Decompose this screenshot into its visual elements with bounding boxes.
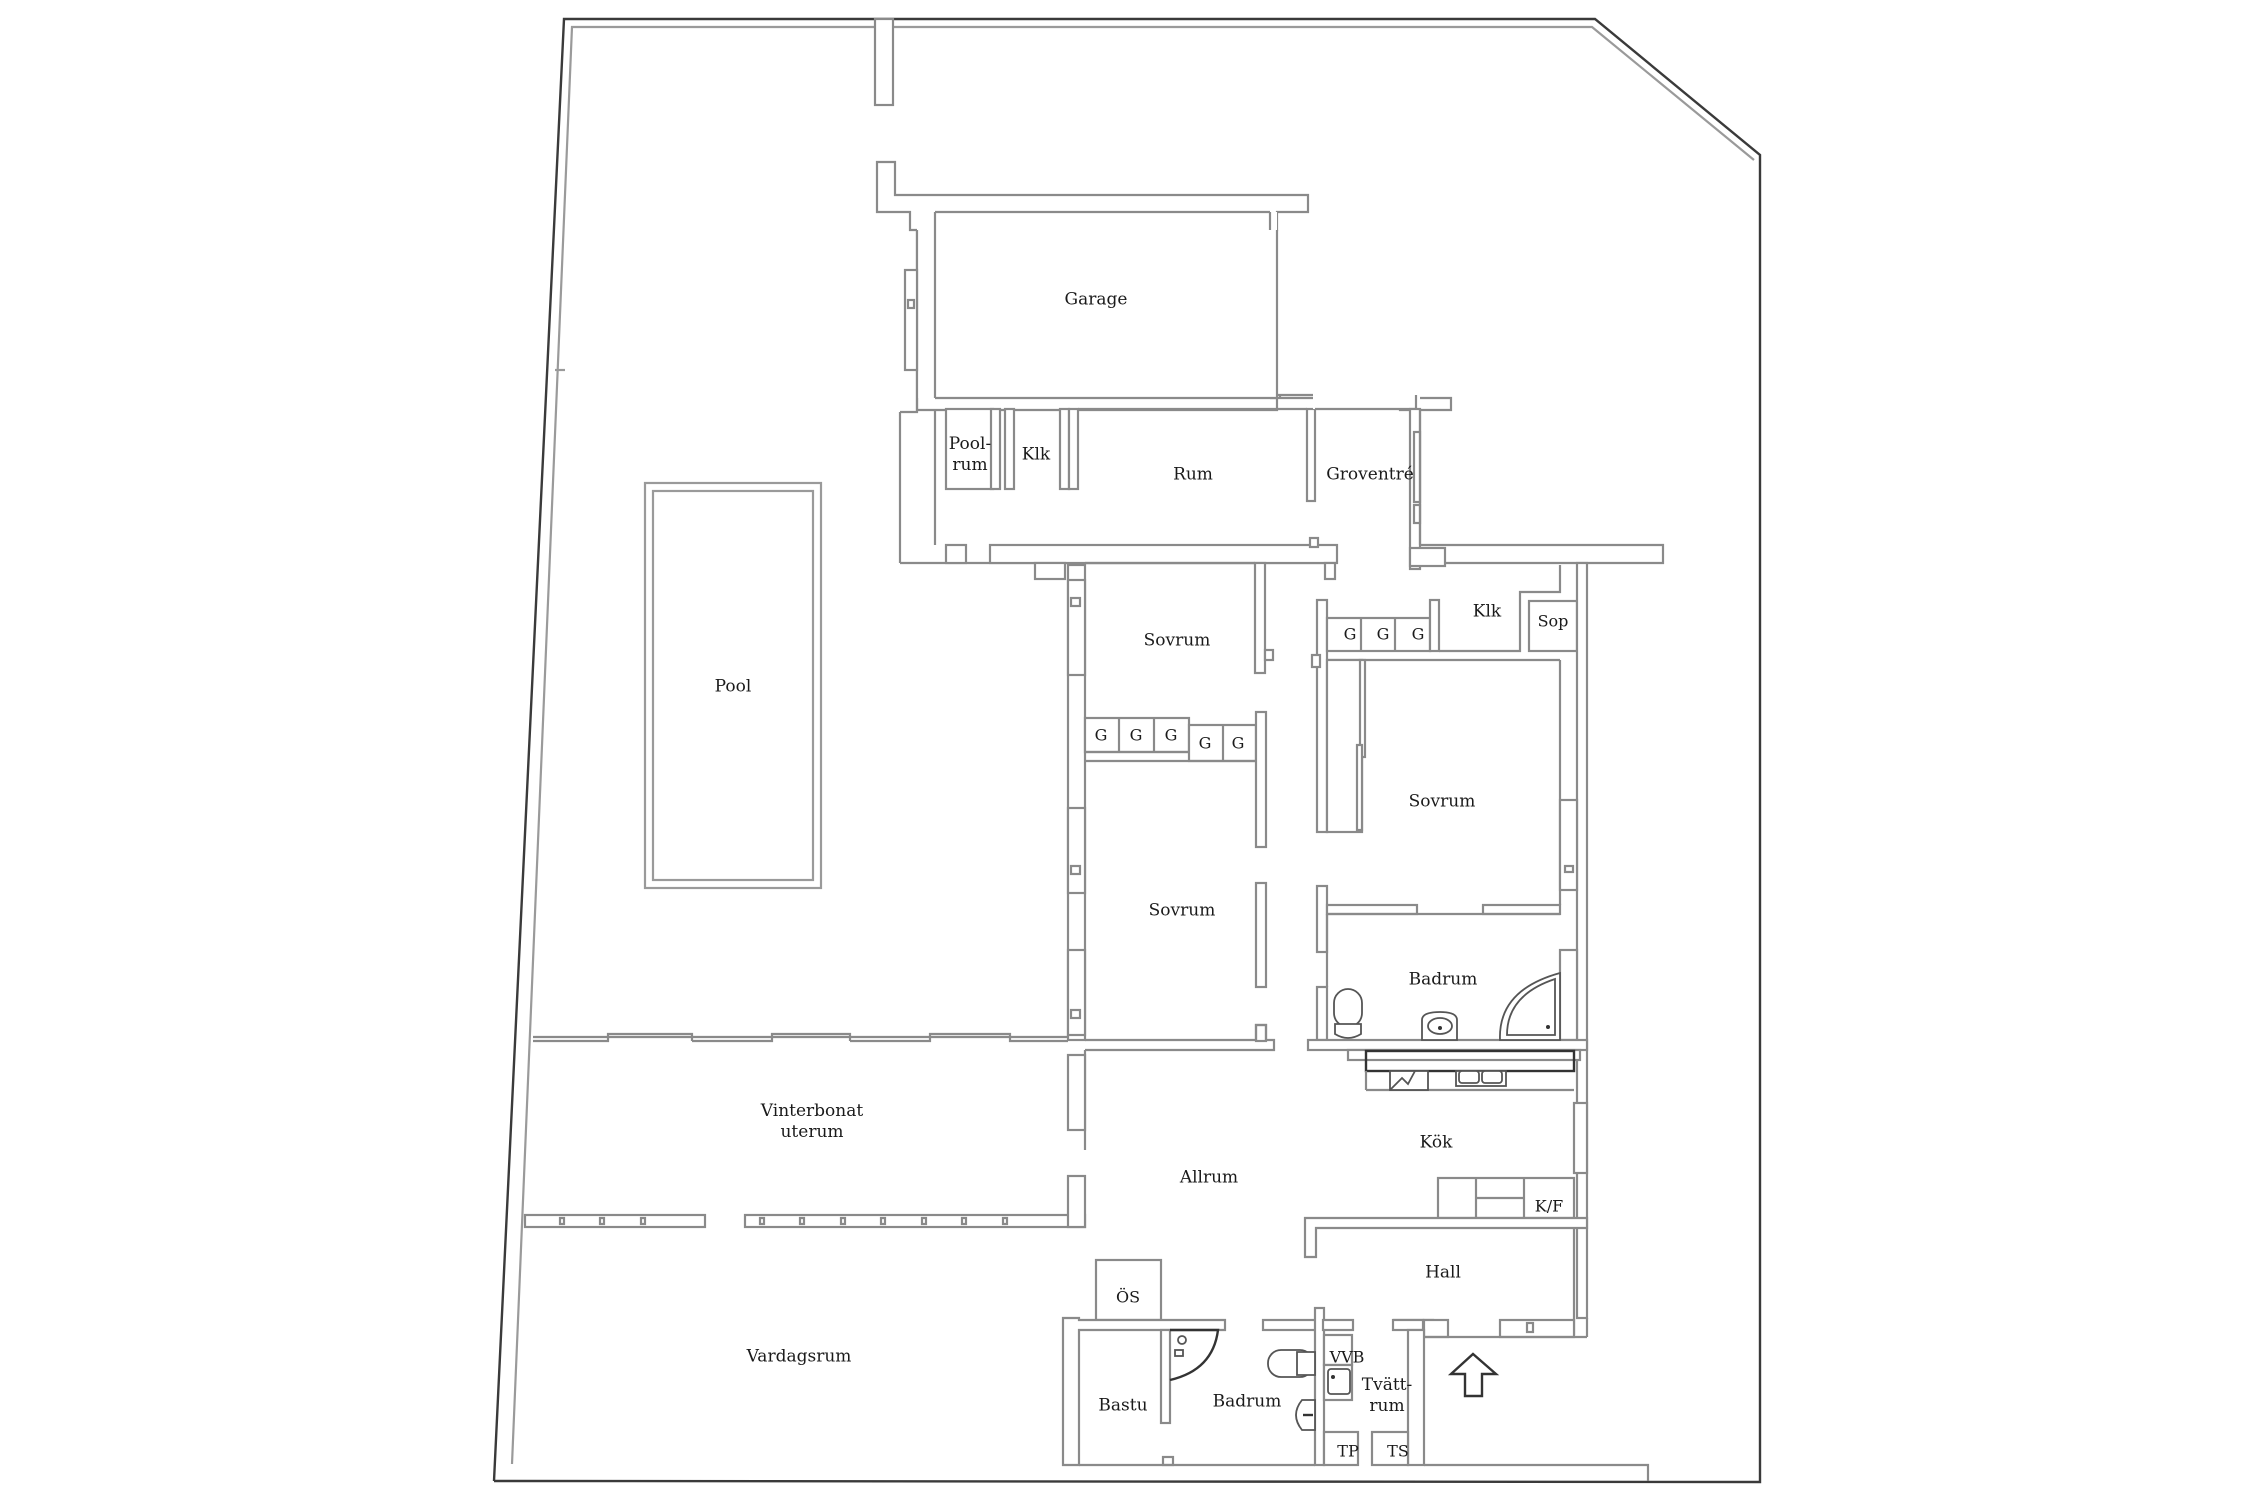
closet-label: G	[1129, 725, 1143, 745]
bedroom-middle-walls	[1083, 881, 1276, 1150]
pool-basin	[643, 481, 823, 890]
closet-label: G	[1343, 624, 1357, 644]
room-label-klk-north: Klk	[1021, 444, 1051, 465]
room-label-poolrum-line2: rum	[952, 455, 988, 475]
room-label-bastu: Bastu	[1098, 1395, 1148, 1416]
closet-label: G	[1164, 725, 1178, 745]
west-wall	[1066, 563, 1087, 1042]
garage-walls	[875, 160, 1453, 412]
kitchen-counter	[1346, 1048, 1589, 1220]
room-label-hall: Hall	[1425, 1262, 1461, 1283]
bathroom-east-fixtures	[1333, 971, 1561, 1041]
double-sink-icon	[1455, 1070, 1507, 1087]
toilet-icon	[1333, 988, 1363, 1039]
room-label-poolrum-line1: Pool-	[948, 434, 992, 454]
closet-label: G	[1231, 733, 1245, 753]
room-label-tvattrum: Tvätt- rum	[1362, 1375, 1413, 1417]
hall-walls	[1303, 1216, 1589, 1339]
utility-walls	[898, 380, 1665, 581]
room-label-garage: Garage	[1064, 289, 1128, 310]
room-label-rum: Rum	[1173, 464, 1213, 485]
room-label-badrum-east: Badrum	[1408, 969, 1478, 990]
bedroom-north-walls	[1083, 561, 1275, 849]
room-label-sovrum-middle: Sovrum	[1148, 900, 1216, 921]
room-label-tvattrum-line2: rum	[1369, 1396, 1405, 1416]
room-label-tp: TP	[1337, 1441, 1359, 1461]
room-label-allrum: Allrum	[1179, 1167, 1239, 1188]
room-label-tvattrum-line1: Tvätt-	[1361, 1375, 1413, 1395]
south-rooms-walls	[1061, 1258, 1426, 1467]
east-service-walls	[1310, 561, 1589, 1320]
wardrobe	[1325, 658, 1579, 892]
utility-sink-icon	[1327, 1368, 1351, 1395]
closet-label: G	[1094, 725, 1108, 745]
room-label-sop: Sop	[1537, 611, 1569, 631]
sink-south-icon	[1295, 1399, 1316, 1431]
room-label-ts: TS	[1387, 1441, 1409, 1461]
room-label-badrum-south: Badrum	[1212, 1391, 1282, 1412]
closet-label: G	[1376, 624, 1390, 644]
room-label-klk-east: Klk	[1472, 601, 1502, 622]
room-label-poolrum: Pool- rum	[949, 434, 991, 476]
shower-door-icon	[1169, 1328, 1220, 1382]
sink-icon	[1421, 1011, 1458, 1041]
toilet-south-icon	[1267, 1349, 1316, 1378]
entrance-arrow-icon	[1447, 1352, 1500, 1398]
window-mullions	[558, 1216, 1009, 1226]
room-label-vinterbonat: Vinterbonat uterum	[761, 1101, 863, 1143]
room-label-os: ÖS	[1115, 1287, 1141, 1307]
room-label-groventre: Groventré	[1326, 464, 1414, 485]
room-label-kf: K/F	[1534, 1196, 1564, 1216]
room-label-pool: Pool	[714, 676, 752, 697]
room-label-vinterbonat-line2: uterum	[780, 1122, 844, 1142]
closet-label: G	[1198, 733, 1212, 753]
room-label-kok: Kök	[1419, 1132, 1453, 1153]
room-label-sovrum-north: Sovrum	[1143, 630, 1211, 651]
winter-garden-walls	[523, 1032, 1087, 1229]
room-label-sovrum-east: Sovrum	[1408, 791, 1476, 812]
room-label-vinterbonat-line1: Vinterbonat	[760, 1101, 864, 1121]
property-boundary	[492, 17, 1762, 1484]
room-label-vvb: VVB	[1329, 1347, 1365, 1367]
room-label-vardagsrum: Vardagsrum	[746, 1346, 852, 1367]
closet-label: G	[1411, 624, 1425, 644]
corner-bathtub-icon	[1499, 971, 1561, 1041]
wall-stub-north	[873, 17, 895, 107]
